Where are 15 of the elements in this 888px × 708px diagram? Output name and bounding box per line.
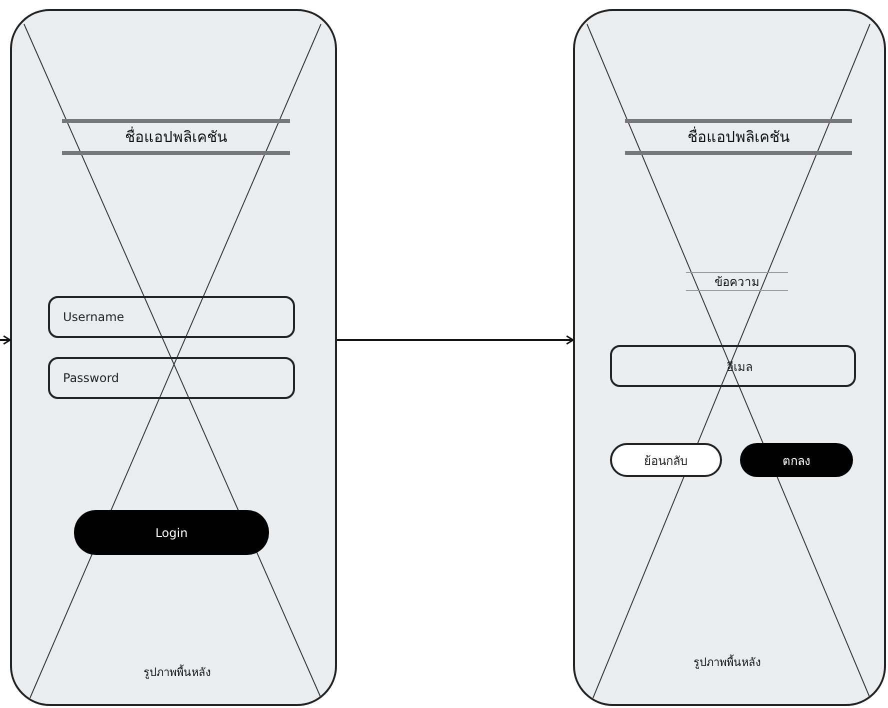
app-title: ชื่อแอปพลิเคชัน [125, 126, 227, 148]
arrow [337, 335, 574, 345]
confirm-button: Login [74, 510, 269, 555]
app-title: ชื่อแอปพลิเคชัน [688, 126, 790, 148]
arrow [0, 335, 11, 345]
confirm-button: ตกลง [740, 443, 853, 477]
input-field: Password [48, 357, 295, 399]
back-button: ย้อนกลับ [610, 443, 722, 477]
background-label: รูปภาพพื้นหลัง [144, 664, 210, 681]
title-banner [62, 119, 290, 155]
message-text: ข้อความ [714, 274, 760, 291]
background-label: รูปภาพพื้นหลัง [694, 654, 760, 671]
input-field: Username [48, 296, 295, 338]
title-banner [625, 119, 852, 155]
message-banner [686, 272, 788, 291]
